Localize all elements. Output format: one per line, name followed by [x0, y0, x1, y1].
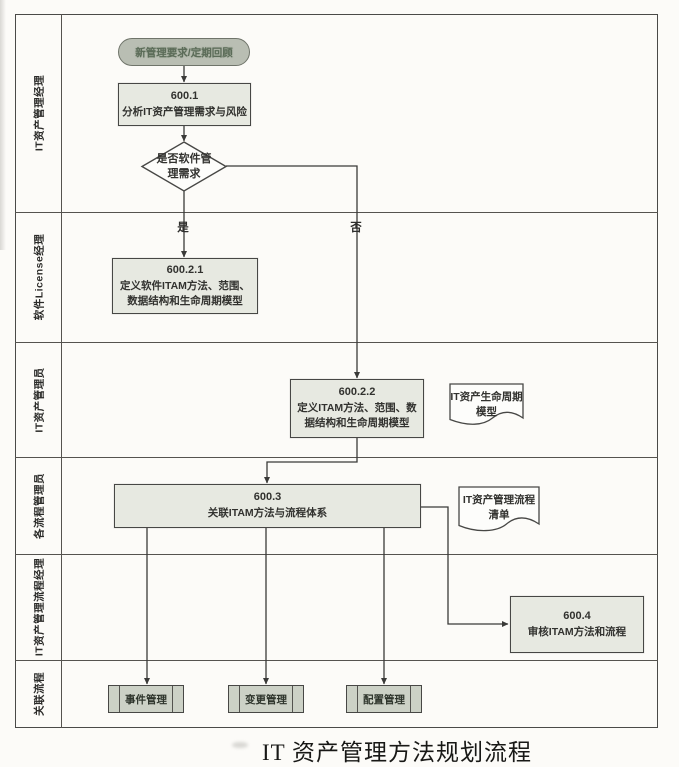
process-600-3-id: 600.3 [253, 491, 282, 504]
process-600-1: 600.1 分析IT资产管理需求与风险 [118, 83, 251, 126]
process-600-2-2-label: 定义ITAM方法、范围、数据结构和生命周期模型 [297, 402, 417, 430]
scan-edge-shade [0, 0, 6, 250]
process-600-1-id: 600.1 [170, 89, 199, 102]
process-600-2-1-id: 600.2.1 [166, 263, 204, 276]
subprocess-config-mgmt-label: 配置管理 [363, 693, 405, 706]
decision-no-label: 否 [350, 222, 362, 234]
lane-divider [15, 342, 658, 343]
subprocess-config-mgmt: 配置管理 [346, 685, 422, 713]
document-lifecycle-label: IT资产生命周期模型 [450, 391, 523, 419]
decision-software-need: 是否软件管理需求 [156, 153, 212, 180]
process-600-1-label: 分析IT资产管理需求与风险 [122, 105, 247, 118]
document-lifecycle-shape [449, 383, 524, 425]
subprocess-incident-mgmt: 事件管理 [108, 685, 184, 713]
lane-divider [15, 457, 658, 458]
process-600-3: 600.3 关联ITAM方法与流程体系 [114, 484, 421, 528]
connector-lines [144, 66, 509, 685]
start-node-label: 新管理要求/定期回顾 [135, 46, 233, 59]
lane-divider [15, 660, 658, 661]
process-600-2-2-id: 600.2.2 [338, 386, 376, 399]
swimlane-frame [15, 14, 658, 728]
document-process-list-shape [458, 486, 540, 532]
process-600-3-label: 关联ITAM方法与流程体系 [207, 507, 328, 520]
lane-divider [15, 212, 658, 213]
process-600-4-id: 600.4 [563, 609, 591, 622]
start-node: 新管理要求/定期回顾 [118, 38, 250, 66]
subprocess-incident-mgmt-label: 事件管理 [125, 693, 167, 706]
scan-smudge [232, 742, 248, 748]
process-600-2-2: 600.2.2 定义ITAM方法、范围、数据结构和生命周期模型 [290, 379, 424, 438]
lane-divider [15, 554, 658, 555]
connector-600-2-2-to-600-3 [264, 438, 358, 484]
subprocess-change-mgmt-label: 变更管理 [245, 693, 287, 706]
decision-yes-label: 是 [177, 222, 189, 234]
process-600-4-label: 审核ITAM方法和流程 [527, 625, 627, 638]
process-600-2-1: 600.2.1 定义软件ITAM方法、范围、数据结构和生命周期模型 [112, 258, 258, 314]
connector-decision-no [226, 165, 360, 379]
process-600-4: 600.4 审核ITAM方法和流程 [510, 596, 644, 653]
document-process-list-label: IT资产管理流程清单 [462, 494, 536, 522]
process-600-2-1-label: 定义软件ITAM方法、范围、数据结构和生命周期模型 [120, 279, 250, 307]
decision-diamond-shape [140, 141, 228, 192]
subprocess-change-mgmt: 变更管理 [228, 685, 304, 713]
diagram-caption: IT 资产管理方法规划流程 [262, 740, 533, 765]
lane-label-divider [61, 14, 62, 728]
connector-600-3-to-600-4 [421, 506, 509, 627]
